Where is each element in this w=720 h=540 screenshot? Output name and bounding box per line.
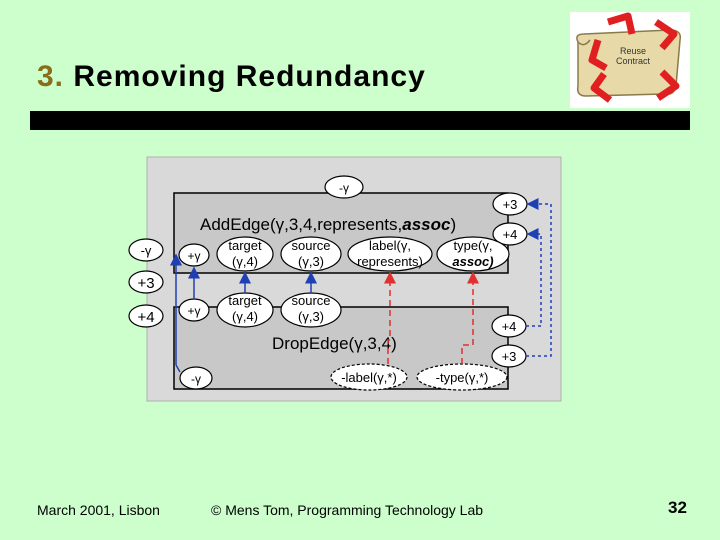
add-edge-label: AddEdge(γ,3,4,represents,assoc): [200, 215, 456, 234]
add-edge-label-bold: assoc: [402, 215, 451, 234]
bottom-minus-gamma-node: [179, 366, 213, 390]
add-edge-label-plain: AddEdge(γ,3,4,represents,: [200, 215, 402, 234]
right-plus3-top-text: +3: [503, 197, 518, 212]
slide-title-number: 3.: [37, 60, 65, 93]
source-bottom-line1: source: [291, 293, 330, 308]
blue-dashed-arrows: [526, 198, 552, 357]
source-top-line2: (γ,3): [298, 254, 324, 269]
right-plus4-bottom-text: +4: [502, 319, 517, 334]
left-plus4-node: [128, 304, 164, 328]
left-plus3-node: [128, 270, 164, 294]
bottom-minus-gamma-text: -γ: [191, 372, 201, 386]
arrow-plus4-loop: [526, 228, 542, 327]
slide-title: 3. Removing Redundancy: [37, 60, 426, 94]
label-top-node: [347, 236, 433, 272]
source-top-line1: source: [291, 238, 330, 253]
type-top-line2: assoc): [452, 254, 493, 269]
target-top-line2: (γ,4): [232, 254, 258, 269]
arrow-type: [461, 271, 479, 364]
plus-gamma-top-text: +γ: [187, 249, 200, 263]
label-top-line1: label(γ,: [369, 238, 411, 253]
target-top-node: [216, 236, 274, 272]
right-plus3-bottom-text: +3: [502, 349, 517, 364]
top-minus-gamma-text: -γ: [339, 181, 349, 195]
left-plus4-text: +4: [137, 309, 154, 326]
arrow-label: [384, 271, 396, 364]
top-minus-gamma-node: [324, 175, 364, 199]
left-minus-gamma-node: [128, 238, 164, 262]
slide-title-text: Removing Redundancy: [73, 60, 426, 93]
target-bottom-line2: (γ,4): [232, 309, 258, 324]
reuse-contract-logo: Reuse Contract: [570, 12, 690, 108]
right-plus4-top-text: +4: [503, 227, 518, 242]
left-plus3-text: +3: [137, 275, 154, 292]
source-bottom-line2: (γ,3): [298, 309, 324, 324]
red-dashed-arrows: [384, 271, 479, 364]
label-top-line2: represents): [357, 254, 423, 269]
add-edge-label-close: ): [450, 215, 456, 234]
blue-arrows: [170, 253, 317, 373]
source-top-node: [280, 236, 342, 272]
type-top-node: [436, 236, 510, 272]
left-minus-gamma-text: -γ: [141, 243, 152, 258]
target-bottom-line1: target: [228, 293, 262, 308]
minus-type-text: -type(γ,*): [436, 370, 489, 385]
drop-edge-label: DropEdge(γ,3,4): [272, 334, 397, 353]
minus-label-node: [330, 363, 408, 391]
type-top-line1: type(γ,: [453, 238, 492, 253]
footer-date-place: March 2001, Lisbon: [37, 502, 160, 518]
logo-text-line2: Contract: [616, 56, 651, 66]
page-number: 32: [668, 498, 687, 517]
arrow-minus-gamma-tail: [175, 364, 181, 373]
plus-gamma-bottom-text: +γ: [187, 304, 200, 318]
footer-copyright: © Mens Tom, Programming Technology Lab: [211, 502, 484, 518]
logo-text-line1: Reuse: [620, 46, 646, 56]
minus-label-text: -label(γ,*): [341, 370, 397, 385]
target-top-line1: target: [228, 238, 262, 253]
title-divider-bar: [30, 111, 690, 130]
arrow-plus3-loop: [526, 198, 552, 357]
